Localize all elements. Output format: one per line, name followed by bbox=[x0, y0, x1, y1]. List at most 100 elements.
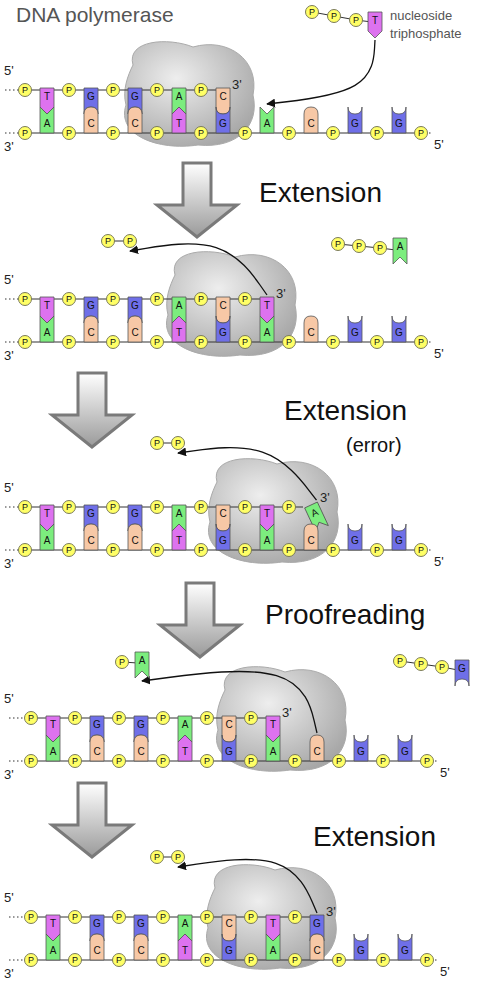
phosphate-label: P bbox=[22, 503, 28, 512]
phosphate-circle: P bbox=[373, 241, 387, 255]
base-outline bbox=[172, 316, 186, 342]
strand-end-text: 3' bbox=[4, 966, 14, 981]
phosphate-label: P bbox=[116, 714, 122, 723]
phosphate-circle: P bbox=[288, 910, 302, 924]
phosphate-label: P bbox=[154, 295, 160, 304]
phosphate-label: P bbox=[292, 913, 298, 922]
phosphate-circle: P bbox=[200, 711, 214, 725]
base-letter: C bbox=[307, 328, 314, 338]
phosphate-label: P bbox=[242, 295, 248, 304]
base-letter: G bbox=[401, 747, 409, 757]
strand-end-text: 5' bbox=[4, 272, 14, 287]
step-note: (error) bbox=[346, 434, 402, 456]
phosphate-circle: P bbox=[200, 910, 214, 924]
phosphate-circle: P bbox=[24, 711, 38, 725]
nucleotide-base: T bbox=[178, 934, 192, 960]
nucleotide-base: T bbox=[178, 735, 192, 761]
phosphate-circle: P bbox=[150, 126, 164, 140]
phosphate-circle: P bbox=[106, 126, 120, 140]
phosphate-circle: P bbox=[156, 754, 170, 768]
phosphate-circle: P bbox=[68, 910, 82, 924]
phosphate-circle: P bbox=[18, 335, 32, 349]
nucleotide-base: G bbox=[216, 107, 230, 133]
phosphate-circle: P bbox=[238, 543, 252, 557]
base-letter: T bbox=[44, 301, 50, 311]
nucleotide-base: G bbox=[348, 524, 362, 550]
phosphate-label: P bbox=[374, 129, 380, 138]
polymerase-label-text: DNA polymerase bbox=[16, 3, 174, 26]
base-outline bbox=[368, 12, 382, 38]
base-letter: G bbox=[137, 720, 145, 730]
phosphate-circle: P bbox=[332, 754, 346, 768]
base-letter: G bbox=[93, 720, 101, 730]
phosphate-circle: P bbox=[150, 292, 164, 306]
base-letter: G bbox=[351, 328, 359, 338]
phosphate-label: P bbox=[424, 956, 430, 965]
phosphate-label: P bbox=[204, 714, 210, 723]
phosphate-circle: P bbox=[420, 754, 434, 768]
phosphate-label: P bbox=[160, 757, 166, 766]
base-outline bbox=[84, 316, 98, 342]
base-letter: C bbox=[219, 301, 226, 311]
phosphate-circle: P bbox=[150, 500, 164, 514]
phosphate-circle: P bbox=[62, 335, 76, 349]
nucleotide-base: C bbox=[128, 107, 142, 133]
base-letter: C bbox=[93, 946, 100, 956]
phosphate-label: P bbox=[336, 757, 342, 766]
nucleotide-base: G bbox=[398, 934, 412, 960]
nucleotide-base: C bbox=[90, 934, 104, 960]
phosphate-label: P bbox=[418, 338, 424, 347]
base-letter: C bbox=[137, 946, 144, 956]
nucleotide-base: C bbox=[304, 107, 318, 133]
phosphate-label: P bbox=[374, 338, 380, 347]
base-outline bbox=[84, 524, 98, 550]
strand-end: 3' bbox=[4, 964, 14, 982]
phosphate-circle: P bbox=[62, 292, 76, 306]
phosphate-label: P bbox=[116, 956, 122, 965]
base-letter: A bbox=[139, 656, 146, 666]
phosphate-circle: P bbox=[150, 83, 164, 97]
phosphate-circle: P bbox=[106, 543, 120, 557]
phosphate-label: P bbox=[154, 338, 160, 347]
polymerase-blob bbox=[207, 865, 337, 970]
phosphate-circle: P bbox=[376, 754, 390, 768]
phosphate-circle: P bbox=[194, 500, 208, 514]
nucleotide-base: G bbox=[216, 524, 230, 550]
base-letter: G bbox=[93, 919, 101, 929]
phosphate-label: P bbox=[72, 757, 78, 766]
base-letter: T bbox=[44, 509, 50, 519]
phosphate-circle: P bbox=[115, 655, 129, 669]
phosphate-label: P bbox=[28, 956, 34, 965]
phosphate-label: P bbox=[330, 129, 336, 138]
base-letter: C bbox=[87, 119, 94, 129]
strand-end-text: 3' bbox=[320, 490, 330, 505]
step-label-text: Proofreading bbox=[265, 599, 425, 630]
base-letter: A bbox=[44, 328, 51, 338]
phosphate-label: P bbox=[286, 338, 292, 347]
phosphate-circle: P bbox=[244, 953, 258, 967]
phosphate-circle: P bbox=[393, 654, 407, 668]
base-outline bbox=[222, 735, 236, 761]
strand-end-text: 3' bbox=[232, 77, 242, 92]
base-letter: T bbox=[182, 946, 188, 956]
base-letter: T bbox=[176, 328, 182, 338]
base-letter: A bbox=[176, 92, 183, 102]
base-outline bbox=[398, 934, 412, 960]
strand-end-text: 5' bbox=[4, 63, 14, 78]
phosphate-circle: P bbox=[331, 237, 345, 251]
base-outline bbox=[134, 735, 148, 761]
base-letter: T bbox=[50, 919, 56, 929]
phosphate-label: P bbox=[418, 129, 424, 138]
base-letter: G bbox=[395, 536, 403, 546]
polymerase-blob bbox=[209, 459, 339, 564]
strand-end: 3' bbox=[326, 902, 336, 920]
nucleotide-base: C bbox=[128, 316, 142, 342]
strand-end: 3' bbox=[282, 703, 292, 721]
phosphate-circle: P bbox=[352, 239, 366, 253]
strand-end: 5' bbox=[4, 270, 14, 288]
phosphate-label: P bbox=[377, 244, 383, 253]
nucleotide-base: A bbox=[40, 107, 54, 133]
base-outline bbox=[260, 316, 274, 342]
base-outline bbox=[304, 524, 318, 550]
phosphate-label: P bbox=[286, 129, 292, 138]
